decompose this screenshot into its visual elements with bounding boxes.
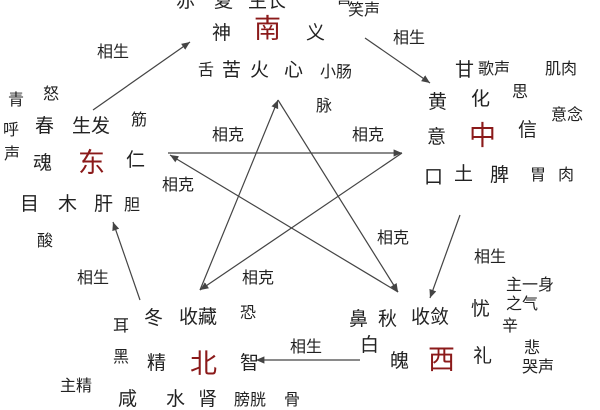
center-item: 思 [512, 82, 529, 101]
center-item: 土 [454, 163, 474, 185]
direction-east: 东 [78, 148, 105, 179]
center-item: 甘 [455, 59, 475, 81]
east-item: 目 [20, 193, 40, 215]
east-item: 胆 [124, 195, 141, 214]
west-item: 悲 [524, 338, 541, 357]
east-item: 木 [58, 193, 78, 215]
north-item: 收藏 [179, 306, 218, 328]
east-item: 魂 [33, 152, 53, 174]
north-item: 膀胱 [234, 390, 267, 409]
east-item: 仁 [126, 149, 146, 171]
label-generate: 相生 [290, 337, 323, 356]
center-item: 肌肉 [545, 59, 578, 78]
west-item: 忧 [471, 298, 491, 320]
label-restrain: 相克 [212, 125, 245, 144]
center-item: 意念 [551, 105, 584, 124]
center-item: 肉 [558, 165, 575, 184]
label-restrain: 相克 [352, 125, 385, 144]
east-item: 筋 [131, 110, 148, 129]
direction-west: 西 [428, 345, 455, 376]
star-line-south-west [277, 99, 399, 293]
east-item: 声 [4, 144, 21, 163]
east-item: 青 [8, 90, 25, 109]
north-item: 精 [147, 352, 167, 374]
label-restrain: 相克 [242, 268, 275, 287]
west-item: 魄 [390, 350, 410, 372]
west-item: 哭声 [522, 357, 555, 376]
arrow-center-to-west [429, 214, 461, 299]
north-item: 主精 [60, 376, 93, 395]
south-item: 笑声 [348, 0, 381, 19]
west-item: 鼻 [349, 308, 369, 330]
north-item: 冬 [144, 307, 164, 329]
south-item: 生长 [248, 0, 287, 12]
direction-south: 南 [254, 14, 281, 45]
south-item: 火 [250, 59, 270, 81]
center-item: 化 [471, 88, 491, 110]
north-item: 耳 [113, 316, 130, 335]
center-item: 意 [427, 126, 447, 148]
south-item: 脉 [316, 96, 333, 115]
west-item: 礼 [473, 345, 493, 367]
center-item: 脾 [490, 164, 510, 186]
south-item: 神 [212, 22, 232, 44]
south-item: 苦 [222, 59, 242, 81]
arrow-south-to-center [364, 37, 431, 84]
label-generate: 相生 [97, 42, 130, 61]
label-generate: 相生 [393, 28, 426, 47]
west-item: 辛 [502, 316, 519, 335]
center-item: 口 [424, 166, 444, 188]
star-line-north-south [199, 99, 279, 291]
west-item: 白 [360, 334, 380, 356]
label-generate: 相生 [77, 268, 110, 287]
west-item: 收敛 [411, 306, 450, 328]
south-item: 义 [306, 22, 326, 44]
east-item: 肝 [94, 193, 114, 215]
arrow-east-to-south [92, 41, 191, 111]
center-item: 黄 [428, 91, 448, 113]
north-item: 恐 [240, 303, 257, 322]
center-item: 胃 [530, 165, 547, 184]
west-item: 秋 [378, 308, 398, 330]
arrow-north-to-east [112, 221, 141, 301]
label-restrain: 相克 [162, 175, 195, 194]
south-item: 心 [284, 59, 304, 81]
east-item: 春 [35, 115, 55, 137]
label-restrain: 相克 [377, 228, 410, 247]
south-item: 赤 [176, 0, 196, 12]
east-item: 呼 [3, 120, 20, 139]
direction-center: 中 [469, 121, 496, 152]
west-item: 主一身 [506, 275, 555, 294]
star-line-west-east [169, 154, 399, 293]
diagram-lines [92, 37, 461, 364]
east-item: 怒 [43, 84, 60, 103]
label-generate: 相生 [474, 247, 507, 266]
south-item: 夏 [214, 0, 234, 12]
south-item: 喜 [336, 0, 352, 6]
west-item: 之气 [506, 294, 539, 313]
east-item: 酸 [37, 231, 54, 250]
north-item: 黑 [113, 347, 130, 366]
south-item: 舌 [198, 60, 215, 79]
north-item: 骨 [284, 390, 301, 409]
north-item: 智 [240, 352, 260, 374]
direction-north: 北 [190, 349, 217, 380]
south-item: 小肠 [320, 62, 353, 81]
star-line-center-north [199, 152, 403, 291]
center-item: 歌声 [478, 59, 511, 78]
east-item: 生发 [72, 115, 111, 137]
center-item: 信 [518, 119, 538, 141]
